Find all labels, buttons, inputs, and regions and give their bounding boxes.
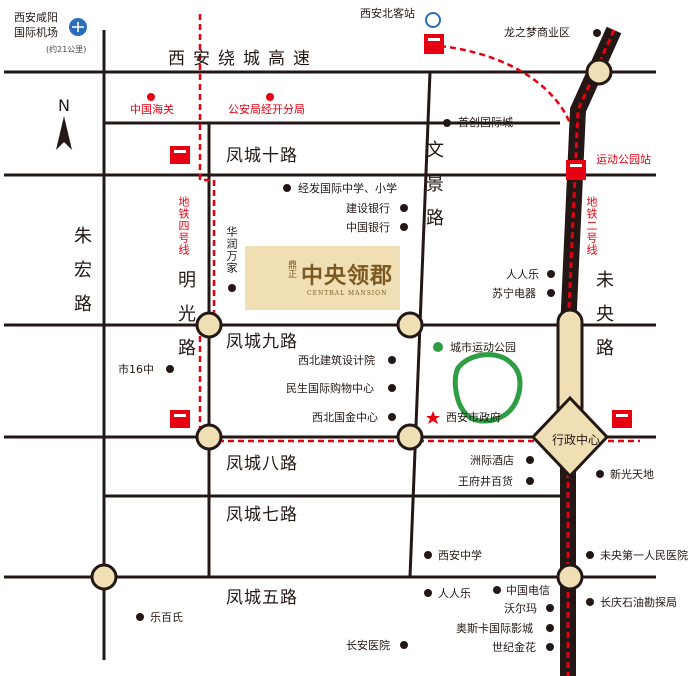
label-suning: 苏宁电器 <box>492 287 536 300</box>
poi-park-dot <box>433 342 443 352</box>
label-nw-design: 西北建筑设计院 <box>298 354 375 367</box>
label-ring-expressway: 西安绕城高速 <box>168 49 318 69</box>
roundabout-4 <box>195 423 223 451</box>
poi-gov-star-icon <box>426 411 440 424</box>
bus-station-icon <box>425 12 441 28</box>
brand-prefix: 鼎正 <box>286 260 296 278</box>
label-china-telecom: 中国电信 <box>506 584 550 597</box>
label-zhouji-hotel: 洲际酒店 <box>470 454 514 467</box>
label-police: 公安局经开分局 <box>228 103 305 116</box>
brand-name: 中央领郡 <box>301 263 394 289</box>
label-ccb: 建设银行 <box>346 202 390 215</box>
station-icon-east <box>612 410 632 428</box>
label-metro-line2: 地铁二号线 <box>585 196 598 256</box>
poi-customs-dot <box>147 93 155 101</box>
label-minsheng: 民生国际购物中心 <box>286 382 374 395</box>
compass-arrow-icon <box>56 116 72 150</box>
label-admin-center: 行政中心 <box>551 433 600 447</box>
roundabout-6 <box>90 563 118 591</box>
compass-label: N <box>58 96 70 115</box>
label-century-jinhua: 世纪金花 <box>492 641 536 654</box>
label-north-bus-station: 西安北客站 <box>360 7 415 20</box>
metro-curve-north <box>439 44 578 161</box>
label-airport-distance: (约21公里) <box>46 45 87 54</box>
roundabout-2 <box>195 311 223 339</box>
label-changan-hospital: 长安医院 <box>346 639 390 652</box>
station-icon-line4-a <box>170 146 190 164</box>
roundabout-3 <box>396 311 424 339</box>
metro-line4 <box>198 14 216 430</box>
label-customs: 中国海关 <box>130 103 174 116</box>
label-nw-gold: 西北国金中心 <box>312 411 378 424</box>
station-icon-line4-b <box>170 410 190 428</box>
label-fengcheng-7: 凤城七路 <box>226 505 298 525</box>
roundabout-5 <box>396 423 424 451</box>
label-weiyang-hospital: 未央第一人民医院 <box>600 549 688 562</box>
label-lebaishi: 乐百氏 <box>150 611 183 624</box>
label-metro-line4: 地铁四号线 <box>177 196 190 256</box>
label-sports-park-station: 运动公园站 <box>596 153 651 166</box>
admin-center-diamond <box>530 395 610 479</box>
label-airport: 西安咸阳 国际机场 <box>14 11 58 39</box>
label-shouchuang: 首创国际城 <box>458 116 513 129</box>
roundabout-7 <box>556 563 584 591</box>
park-shape <box>452 352 523 424</box>
label-huarun: 华润万家 <box>225 226 238 274</box>
label-zhuhong: 朱宏路 <box>71 226 92 328</box>
poi-dots <box>136 29 604 651</box>
label-boc: 中国银行 <box>346 221 390 234</box>
metro-station-icon-marks <box>174 38 628 417</box>
label-changqing: 长庆石油勘探局 <box>600 596 677 609</box>
label-fengcheng-10: 凤城十路 <box>226 146 298 166</box>
label-mingguang: 明光路 <box>175 270 196 372</box>
label-wenjing: 文景路 <box>423 140 444 242</box>
label-city-sports-park: 城市运动公园 <box>450 341 516 354</box>
label-dragon-dream: 龙之梦商业区 <box>504 26 570 39</box>
label-rrl-south: 人人乐 <box>438 587 471 600</box>
label-jingfa-school: 经发国际中学、小学 <box>298 182 397 195</box>
station-icon-north <box>424 34 444 54</box>
label-oscar: 奥斯卡国际影城 <box>456 622 533 635</box>
label-weiyang: 未央路 <box>593 270 614 372</box>
label-xian-high: 西安中学 <box>438 549 482 562</box>
label-walmart: 沃尔玛 <box>504 602 537 615</box>
label-xinguang: 新光天地 <box>610 468 654 481</box>
brand-en: CENTRAL MANSION <box>307 290 388 297</box>
roundabout-1 <box>585 58 613 86</box>
label-city-gov: 西安市政府 <box>446 411 501 424</box>
label-fengcheng-9: 凤城九路 <box>226 332 298 352</box>
station-icon-sports-park <box>566 160 586 180</box>
brand-box: 鼎正 中央领郡 CENTRAL MANSION <box>245 246 400 310</box>
label-wangfujing: 王府井百货 <box>458 475 513 488</box>
label-fengcheng-8: 凤城八路 <box>226 454 298 474</box>
label-fengcheng-5: 凤城五路 <box>226 588 298 608</box>
label-no16: 市16中 <box>118 363 154 376</box>
poi-police-dot <box>266 93 274 101</box>
label-rrl-north: 人人乐 <box>506 268 539 281</box>
